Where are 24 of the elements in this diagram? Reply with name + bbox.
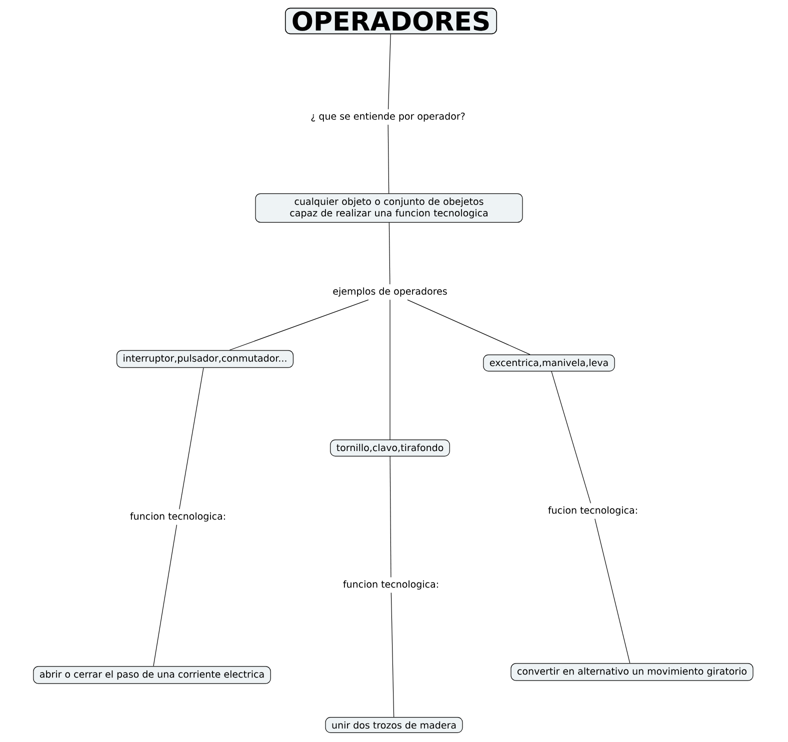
connector-line [594,518,630,664]
connector-line [407,300,530,355]
connector-line [153,524,178,666]
connector-line [179,368,204,510]
linking-phrase: ejemplos de operadores [330,284,450,300]
title-box: OPERADORES [284,8,498,34]
connector-line [551,371,591,504]
linking-phrase: funcion tecnologica: [126,509,230,525]
concept-box: cualquier objeto o conjunto de obejetos capaz de realizar una funcion tecnologica [255,193,523,223]
linking-phrase: funcion tecnologica: [340,577,442,593]
connector-line [388,124,390,194]
connector-line [388,34,391,110]
concept-box: excentrica,manivela,leva [483,354,615,372]
concept-box: tornillo,clavo,tirafondo [330,440,450,456]
linking-phrase: fucion tecnologica: [544,503,642,519]
concept-box: convertir en alternativo un movimiento giratorio [510,663,754,681]
connector-line [390,592,394,718]
concept-box: abrir o cerrar el paso de una corriente electrica [33,666,271,684]
linking-phrase: ¿ que se entiende por operador? [308,109,468,125]
concept-box: unir dos trozos de madera [325,717,463,733]
connector-line [229,300,369,350]
connector-line [390,456,392,578]
concept-box: interruptor,pulsador,conmutador... [116,350,294,368]
connector-line [388,222,390,284]
